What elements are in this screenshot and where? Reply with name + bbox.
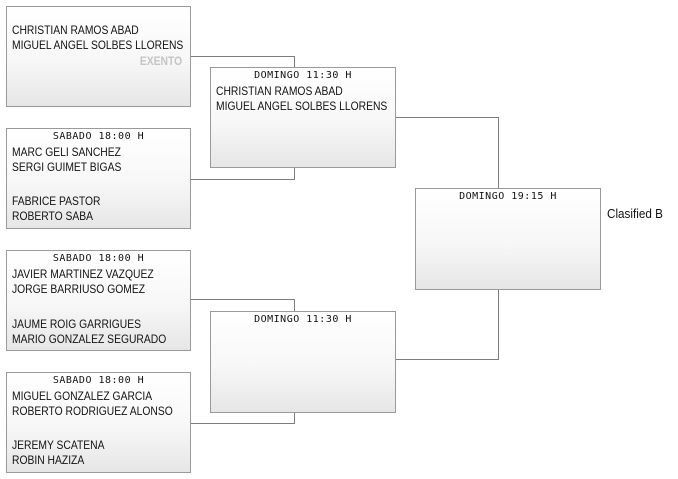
connector-line [190, 299, 294, 300]
connector-line [498, 117, 499, 189]
player-name: JAUME ROIG GARRIGUES [12, 317, 142, 331]
player-name: CHRISTIAN RAMOS ABAD [12, 23, 139, 37]
player-name: SERGI GUIMET BIGAS [12, 160, 122, 174]
player-name: MARIO GONZALEZ SEGURADO [12, 332, 167, 346]
match-time: DOMINGO 11:30 H [254, 70, 352, 81]
match-box-r1-2[interactable]: SABADO 18:00 H MARC GELI SANCHEZ SERGI G… [6, 128, 191, 229]
connector-line [294, 299, 295, 312]
player-name: CHRISTIAN RAMOS ABAD [216, 84, 343, 98]
player-name: JAVIER MARTINEZ VAZQUEZ [12, 267, 154, 281]
player-name: ROBERTO SABA [12, 209, 94, 223]
connector-line [294, 412, 295, 424]
match-time: SABADO 18:00 H [52, 253, 145, 264]
match-time: SABADO 18:00 H [52, 131, 145, 142]
connector-line [190, 179, 294, 180]
connector-line [294, 167, 295, 180]
match-time: DOMINGO 11:30 H [254, 314, 352, 325]
match-box-r1-1[interactable]: CHRISTIAN RAMOS ABAD MIGUEL ANGEL SOLBES… [6, 6, 191, 107]
match-box-r1-4[interactable]: SABADO 18:00 H MIGUEL GONZALEZ GARCIA RO… [6, 372, 191, 473]
exento-label: EXENTO [139, 54, 182, 68]
player-name: ROBIN HAZIZA [12, 453, 85, 467]
connector-line [190, 56, 294, 57]
player-name: ROBERTO RODRIGUEZ ALONSO [12, 404, 173, 418]
player-name: FABRICE PASTOR [12, 194, 101, 208]
match-box-final[interactable]: DOMINGO 19:15 H [415, 188, 601, 290]
connector-line [395, 359, 499, 360]
connector-line [498, 289, 499, 360]
connector-line [294, 56, 295, 68]
player-name: MIGUEL ANGEL SOLBES LLORENS [216, 99, 388, 113]
player-name: JORGE BARRIUSO GOMEZ [12, 282, 146, 296]
match-time: SABADO 18:00 H [52, 375, 145, 386]
connector-line [395, 117, 499, 118]
match-box-r2-2[interactable]: DOMINGO 11:30 H [210, 311, 396, 413]
player-name: MIGUEL ANGEL SOLBES LLORENS [12, 38, 184, 52]
match-time: DOMINGO 19:15 H [459, 191, 557, 202]
match-box-r1-3[interactable]: SABADO 18:00 H JAVIER MARTINEZ VAZQUEZ J… [6, 250, 191, 351]
connector-line [190, 423, 294, 424]
player-name: MIGUEL GONZALEZ GARCIA [12, 389, 153, 403]
player-name: JEREMY SCATENA [12, 438, 105, 452]
match-box-r2-1[interactable]: DOMINGO 11:30 H CHRISTIAN RAMOS ABAD MIG… [210, 67, 396, 168]
result-label: Clasified B [607, 206, 663, 221]
player-name: MARC GELI SANCHEZ [12, 145, 121, 159]
